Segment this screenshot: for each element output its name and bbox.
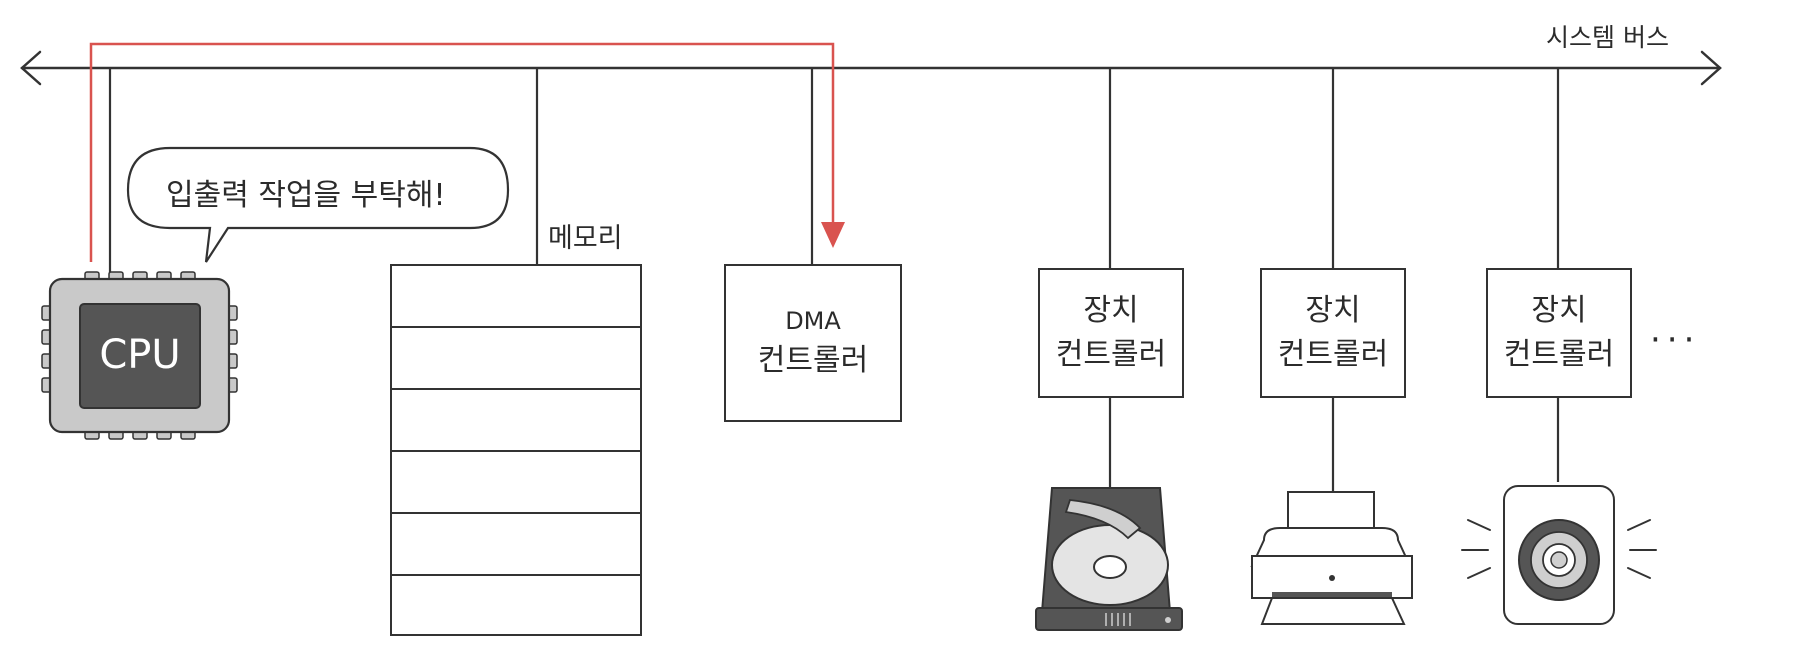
cpu-chip-icon — [41, 271, 238, 440]
memory-block — [390, 264, 642, 636]
dma-controller-subtitle: 컨트롤러 — [757, 343, 869, 378]
speech-bubble — [126, 146, 510, 263]
bus-connectors — [108, 68, 1560, 492]
speaker-icon — [1461, 485, 1657, 625]
device-controller-title: 장치 — [1531, 293, 1587, 328]
hard-disk-icon — [1035, 487, 1183, 631]
device-controller-2: 장치 컨트롤러 — [1260, 268, 1406, 398]
printer-icon — [1250, 491, 1413, 625]
memory-cell — [392, 266, 640, 328]
memory-cell — [392, 390, 640, 452]
device-controller-subtitle: 컨트롤러 — [1277, 337, 1389, 372]
memory-label: 메모리 — [548, 223, 623, 254]
request-arrow — [89, 42, 845, 262]
device-controller-subtitle: 컨트롤러 — [1503, 337, 1615, 372]
memory-cell — [392, 452, 640, 514]
device-controller-1: 장치 컨트롤러 — [1038, 268, 1184, 398]
memory-cell — [392, 514, 640, 576]
device-controller-3: 장치 컨트롤러 — [1486, 268, 1632, 398]
device-controller-title: 장치 — [1083, 293, 1139, 328]
device-controller-subtitle: 컨트롤러 — [1055, 337, 1167, 372]
memory-cell — [392, 576, 640, 638]
system-bus-label: 시스템 버스 — [1546, 23, 1669, 52]
memory-cell — [392, 328, 640, 390]
dma-controller-title: DMA — [785, 307, 841, 335]
cpu-label: CPU — [99, 332, 181, 378]
speech-bubble-text: 입출력 작업을 부탁해! — [166, 178, 446, 213]
system-bus — [20, 50, 1722, 86]
more-devices-ellipsis: ··· — [1650, 320, 1701, 360]
device-controller-title: 장치 — [1305, 293, 1361, 328]
dma-controller: DMA 컨트롤러 — [724, 264, 902, 422]
